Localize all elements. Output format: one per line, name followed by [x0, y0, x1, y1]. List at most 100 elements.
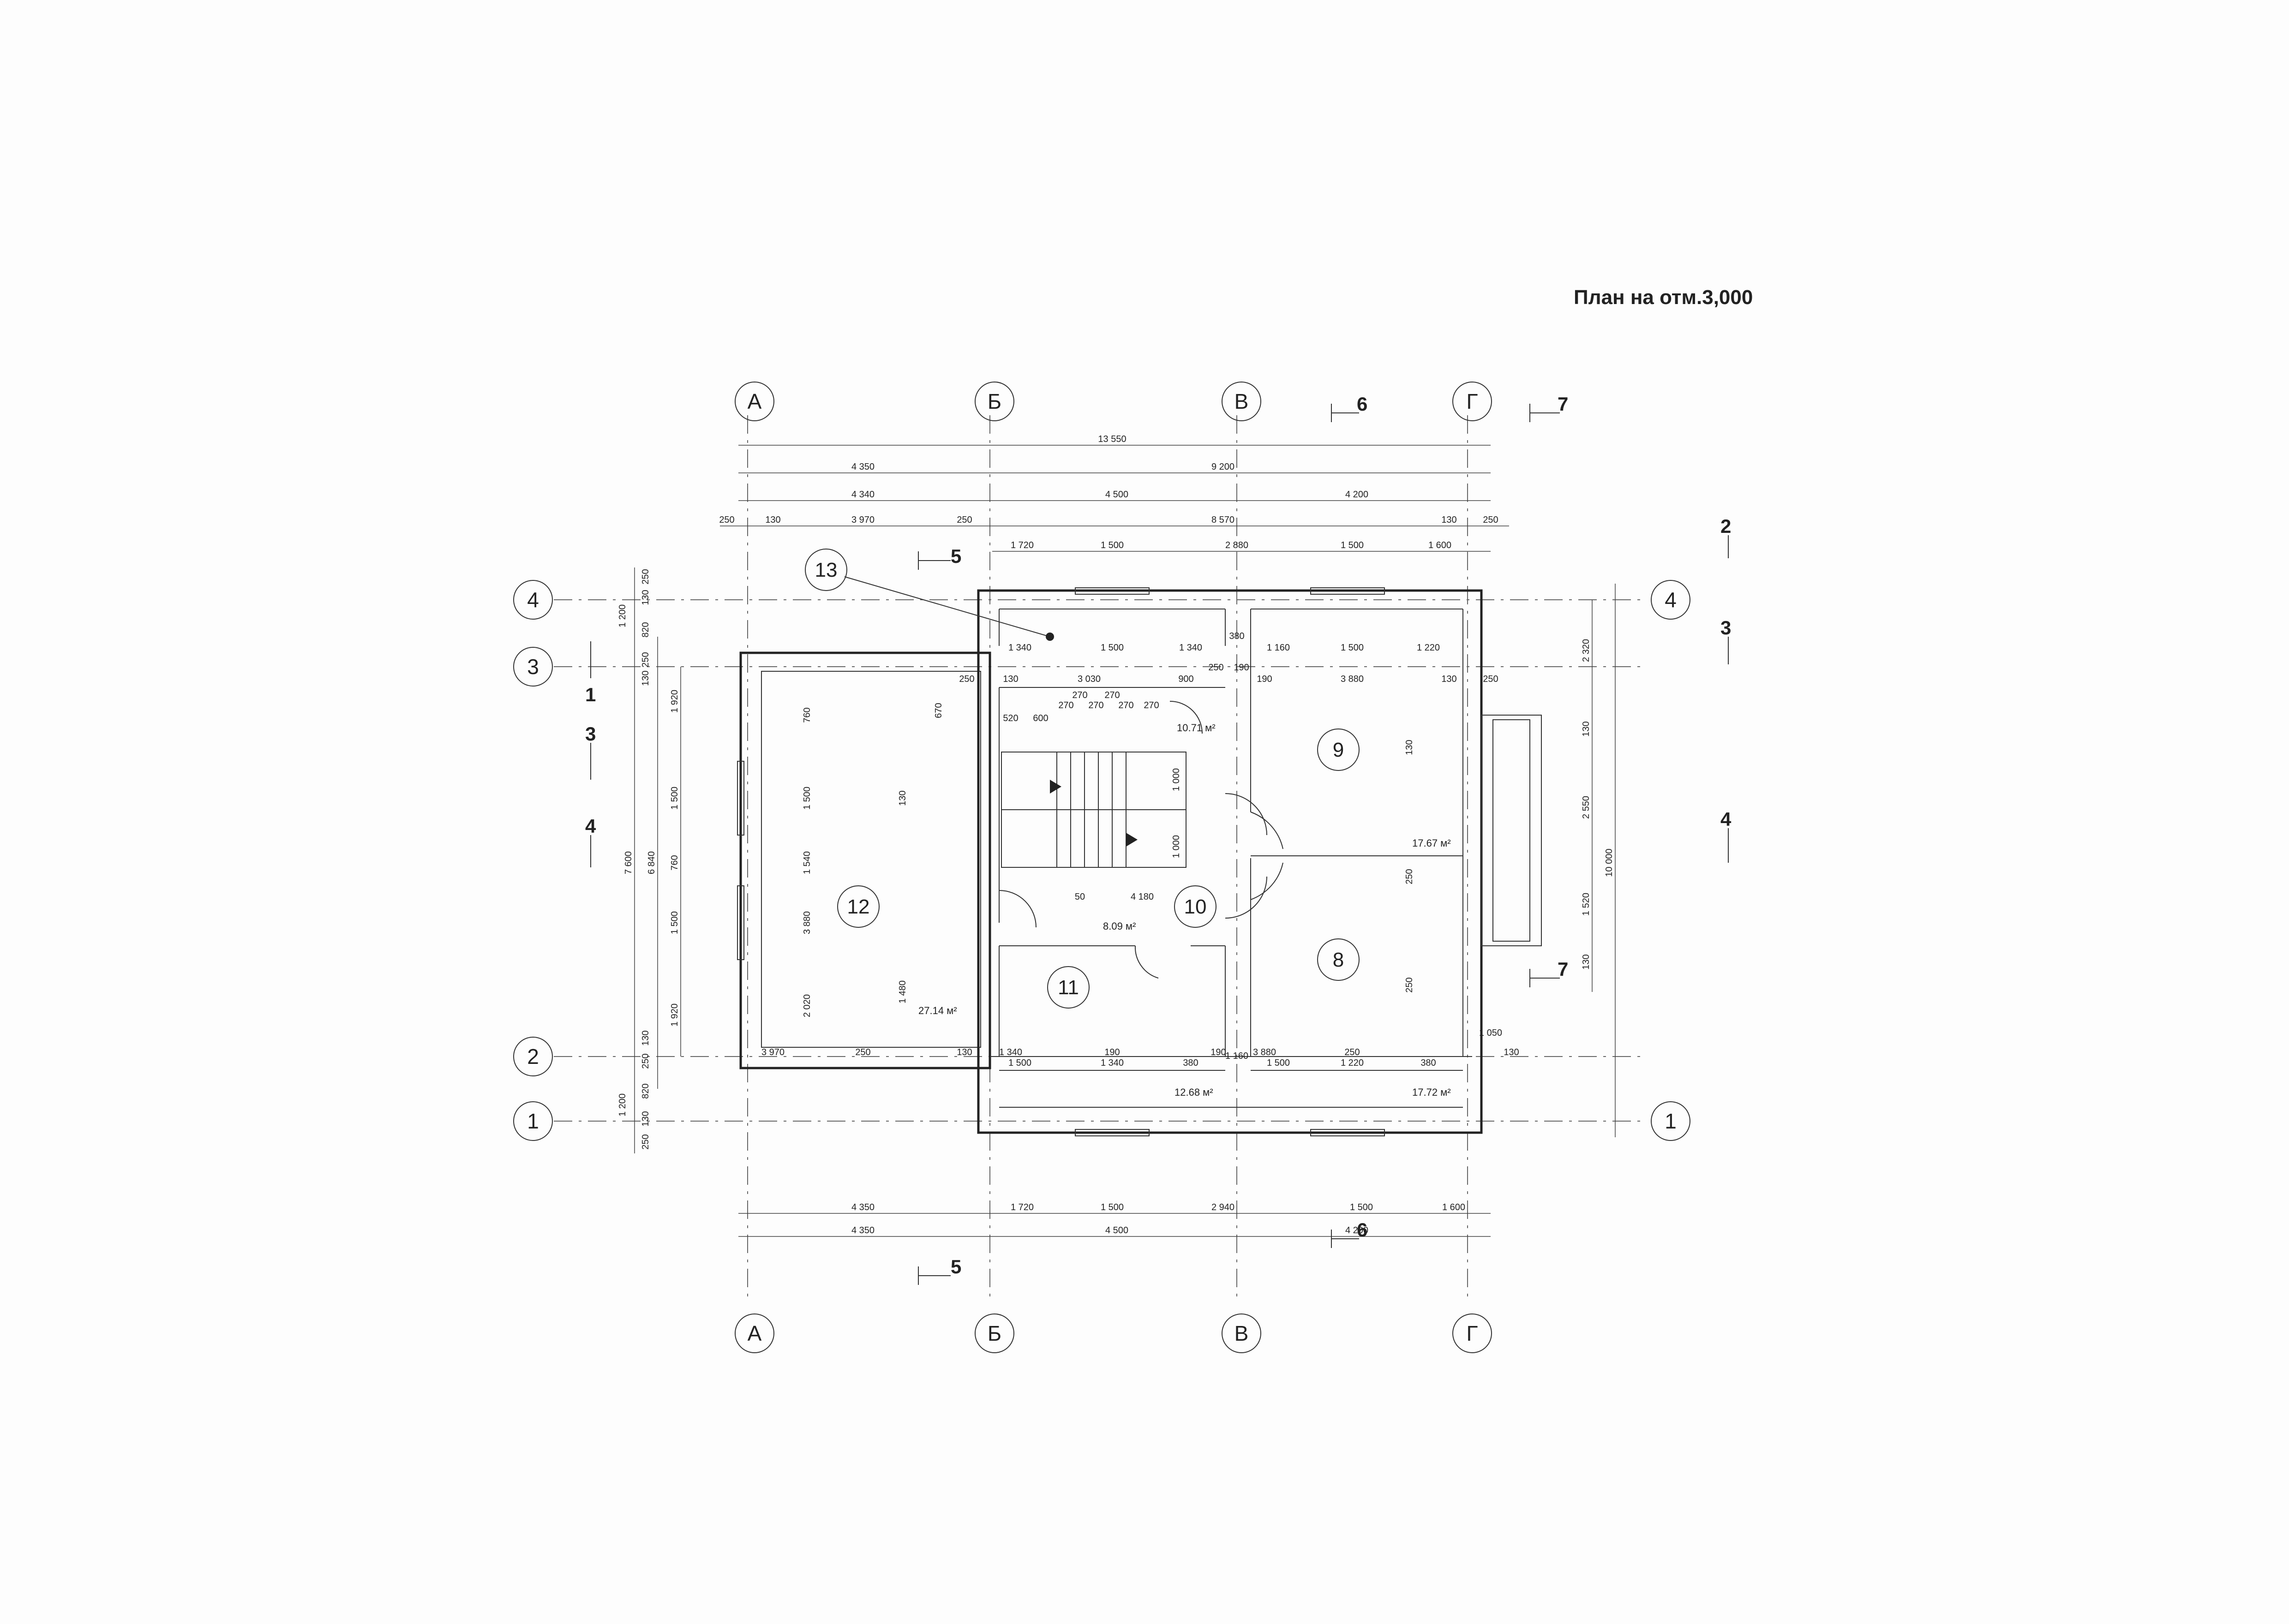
dim-text: 130 — [1441, 674, 1456, 684]
dim-text: 2 880 — [1225, 540, 1248, 550]
dim-text: 1 500 — [1267, 1058, 1290, 1068]
dim-text: 1 000 — [1171, 768, 1181, 791]
dim-text: 250 — [641, 1053, 651, 1069]
dim-text: 1 540 — [802, 851, 812, 874]
dim-text: 4 180 — [1131, 892, 1154, 902]
dim-text: 1 200 — [617, 1093, 628, 1116]
dim-text: 820 — [641, 1083, 651, 1099]
dim-text: 250 — [855, 1047, 870, 1057]
dim-text: 10 000 — [1604, 848, 1614, 877]
dim-text: 1 480 — [898, 980, 908, 1003]
dim-text: 1 500 — [1101, 1202, 1124, 1212]
dim-text: 1 520 — [1581, 893, 1591, 916]
section-label-3-left: 3 — [585, 723, 596, 745]
dim-text: 130 — [1504, 1047, 1519, 1057]
section-label-5-top: 5 — [951, 545, 961, 567]
dim-text: 4 500 — [1105, 1225, 1128, 1236]
axis-number-1-right: 1 — [1665, 1109, 1677, 1133]
section-label-1-left: 1 — [585, 684, 596, 705]
top-dimensions: 13 550 4 350 9 200 4 340 4 500 4 200 250… — [719, 434, 1509, 552]
dim-text: 130 — [1441, 515, 1456, 525]
room-number-11: 11 — [1058, 976, 1079, 999]
dim-text: 8 570 — [1211, 515, 1234, 525]
dim-text: 1 000 — [1171, 835, 1181, 858]
dim-text: 250 — [641, 652, 651, 667]
dim-text: 6 840 — [647, 851, 657, 874]
axis-letter-b-top: Б — [988, 389, 1001, 413]
room-number-12: 12 — [847, 896, 870, 918]
dim-text: 1 340 — [1008, 643, 1031, 653]
room-markers: 9 8 10 11 12 13 — [805, 549, 1360, 1009]
room-area-10: 10.71 м² — [1177, 722, 1216, 734]
dim-text: 250 — [1483, 515, 1498, 525]
dim-text: 1 600 — [1428, 540, 1451, 550]
dim-text: 1 160 — [1267, 643, 1290, 653]
dim-text: 2 020 — [802, 994, 812, 1017]
dim-text: 1 920 — [670, 690, 680, 713]
section-label-2-right: 2 — [1720, 515, 1731, 537]
dim-text: 130 — [957, 1047, 972, 1057]
dim-text: 1 920 — [670, 1003, 680, 1027]
dim-text: 4 200 — [1345, 1225, 1368, 1236]
axis-grid — [554, 415, 1643, 1301]
axis-bubbles-right: 4 1 — [1651, 580, 1690, 1141]
dim-text: 3 970 — [851, 515, 875, 525]
dim-text: 190 — [1257, 674, 1272, 684]
dim-text: 3 880 — [802, 911, 812, 934]
left-dimensions: 7 600 6 840 1 920 1 500 760 1 500 1 920 — [623, 567, 681, 1153]
dim-text: 130 — [641, 1111, 651, 1126]
dim-text: 2 940 — [1211, 1202, 1234, 1212]
room-number-10: 10 — [1184, 896, 1207, 918]
right-dimensions: 10 000 2 320 130 2 550 1 520 130 — [1581, 584, 1616, 1137]
axis-number-4-right: 4 — [1665, 588, 1677, 612]
axis-bubbles-top: А Б В Г — [735, 382, 1492, 421]
dim-text: 600 — [1033, 713, 1048, 723]
dim-text: 1 160 — [1225, 1051, 1248, 1061]
room-area-extra: 12.68 м² — [1174, 1087, 1213, 1098]
dim-text: 670 — [934, 703, 944, 718]
dim-text: 1 600 — [1442, 1202, 1465, 1212]
dim-text: 380 — [1420, 1058, 1436, 1068]
section-label-7-top: 7 — [1558, 393, 1568, 415]
dim-text: 250 — [1344, 1047, 1360, 1057]
axis-number-1-left: 1 — [527, 1109, 539, 1133]
room-areas: 17.67 м² 17.72 м² 10.71 м² 8.09 м² 27.14… — [918, 722, 1451, 1098]
dim-text: 4 350 — [851, 462, 875, 472]
room-number-9: 9 — [1333, 739, 1344, 761]
dim-text: 900 — [1178, 674, 1193, 684]
dim-text: 1 500 — [1341, 643, 1364, 653]
dim-text: 7 600 — [623, 851, 634, 874]
doors — [999, 701, 1283, 979]
dim-text: 190 — [1234, 663, 1249, 673]
dim-text: 50 — [1075, 892, 1085, 902]
dim-text: 130 — [765, 515, 780, 525]
dim-text: 2 320 — [1581, 639, 1591, 662]
dim-text: 380 — [1183, 1058, 1198, 1068]
dim-text: 250 — [719, 515, 734, 525]
axis-letter-b-bottom: Б — [988, 1321, 1001, 1345]
stair-arrow-icon — [1126, 833, 1138, 847]
axis-bubbles-left: 4 3 2 1 — [513, 580, 553, 1141]
dim-text: 1 340 — [999, 1047, 1022, 1057]
axis-letter-g-top: Г — [1467, 389, 1478, 413]
axis-number-2-left: 2 — [527, 1045, 539, 1069]
dim-text: 1 220 — [1417, 643, 1440, 653]
dim-text: 2 550 — [1581, 796, 1591, 819]
axis-letter-a-bottom: А — [748, 1321, 762, 1345]
dim-text: 380 — [1229, 631, 1244, 641]
dim-text: 270 — [1072, 690, 1087, 700]
axis-letter-v-bottom: В — [1234, 1321, 1249, 1345]
dim-text: 250 — [959, 674, 974, 684]
dim-text: 1 500 — [1101, 540, 1124, 550]
axis-letter-g-bottom: Г — [1467, 1321, 1478, 1345]
room-area-8: 17.72 м² — [1412, 1087, 1451, 1098]
dim-text: 1 500 — [1101, 643, 1124, 653]
stair-arrow-icon — [1050, 780, 1061, 794]
dim-text: 250 — [957, 515, 972, 525]
room-area-11: 8.09 м² — [1103, 920, 1136, 932]
section-label-6-top: 6 — [1357, 393, 1367, 415]
axis-number-3-left: 3 — [527, 655, 539, 679]
dim-text: 13 550 — [1098, 434, 1126, 444]
dim-text: 250 — [1483, 674, 1498, 684]
